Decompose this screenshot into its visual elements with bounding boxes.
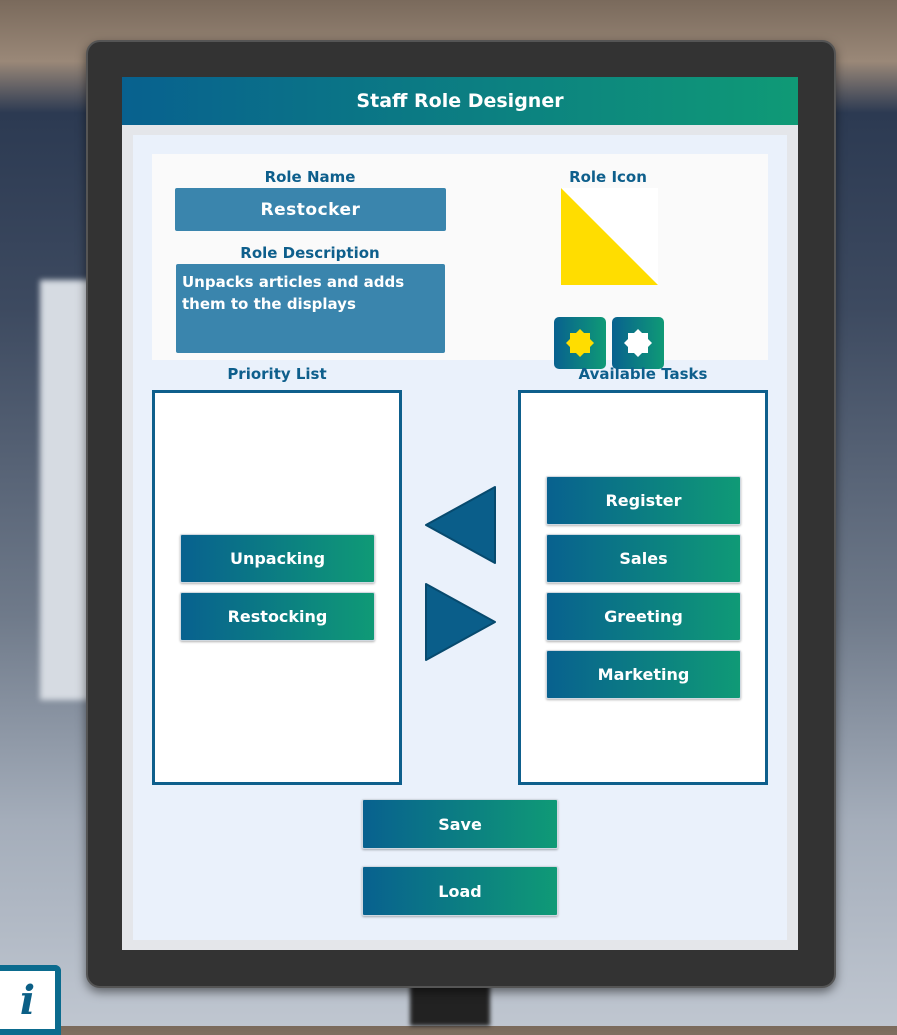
task-item[interactable]: Sales	[546, 534, 741, 583]
role-description-input[interactable]: Unpacks articles and adds them to the di…	[176, 264, 445, 353]
move-right-arrow-button[interactable]	[423, 582, 498, 662]
designer-panel: Role Name Restocker Role Description Unp…	[133, 135, 787, 940]
icon-color-yellow-button[interactable]	[554, 317, 606, 369]
task-item[interactable]: Marketing	[546, 650, 741, 699]
role-name-label: Role Name	[264, 168, 356, 186]
load-button[interactable]: Load	[362, 866, 558, 916]
window-title: Staff Role Designer	[122, 77, 798, 125]
task-item[interactable]: Greeting	[546, 592, 741, 641]
role-info-section: Role Name Restocker Role Description Unp…	[152, 154, 768, 369]
role-icon-label: Role Icon	[569, 168, 647, 186]
move-left-arrow-button[interactable]	[423, 485, 498, 565]
role-name-input[interactable]: Restocker	[175, 188, 446, 231]
priority-list-label: Priority List	[227, 365, 327, 383]
screen: Staff Role Designer Role Name Restocker …	[122, 77, 798, 950]
task-item[interactable]: Register	[546, 476, 741, 525]
info-icon: i	[19, 976, 36, 1024]
badge-icon	[624, 329, 652, 357]
badge-icon	[566, 329, 594, 357]
priority-list: Unpacking Restocking	[152, 390, 402, 785]
role-description-label: Role Description	[240, 244, 380, 262]
available-tasks-list: Register Sales Greeting Marketing	[518, 390, 768, 785]
save-button[interactable]: Save	[362, 799, 558, 849]
role-icon-preview	[561, 188, 658, 285]
available-tasks-label: Available Tasks	[578, 365, 708, 383]
priority-item[interactable]: Restocking	[180, 592, 375, 641]
priority-item[interactable]: Unpacking	[180, 534, 375, 583]
info-button[interactable]: i	[0, 965, 61, 1035]
icon-color-white-button[interactable]	[612, 317, 664, 369]
